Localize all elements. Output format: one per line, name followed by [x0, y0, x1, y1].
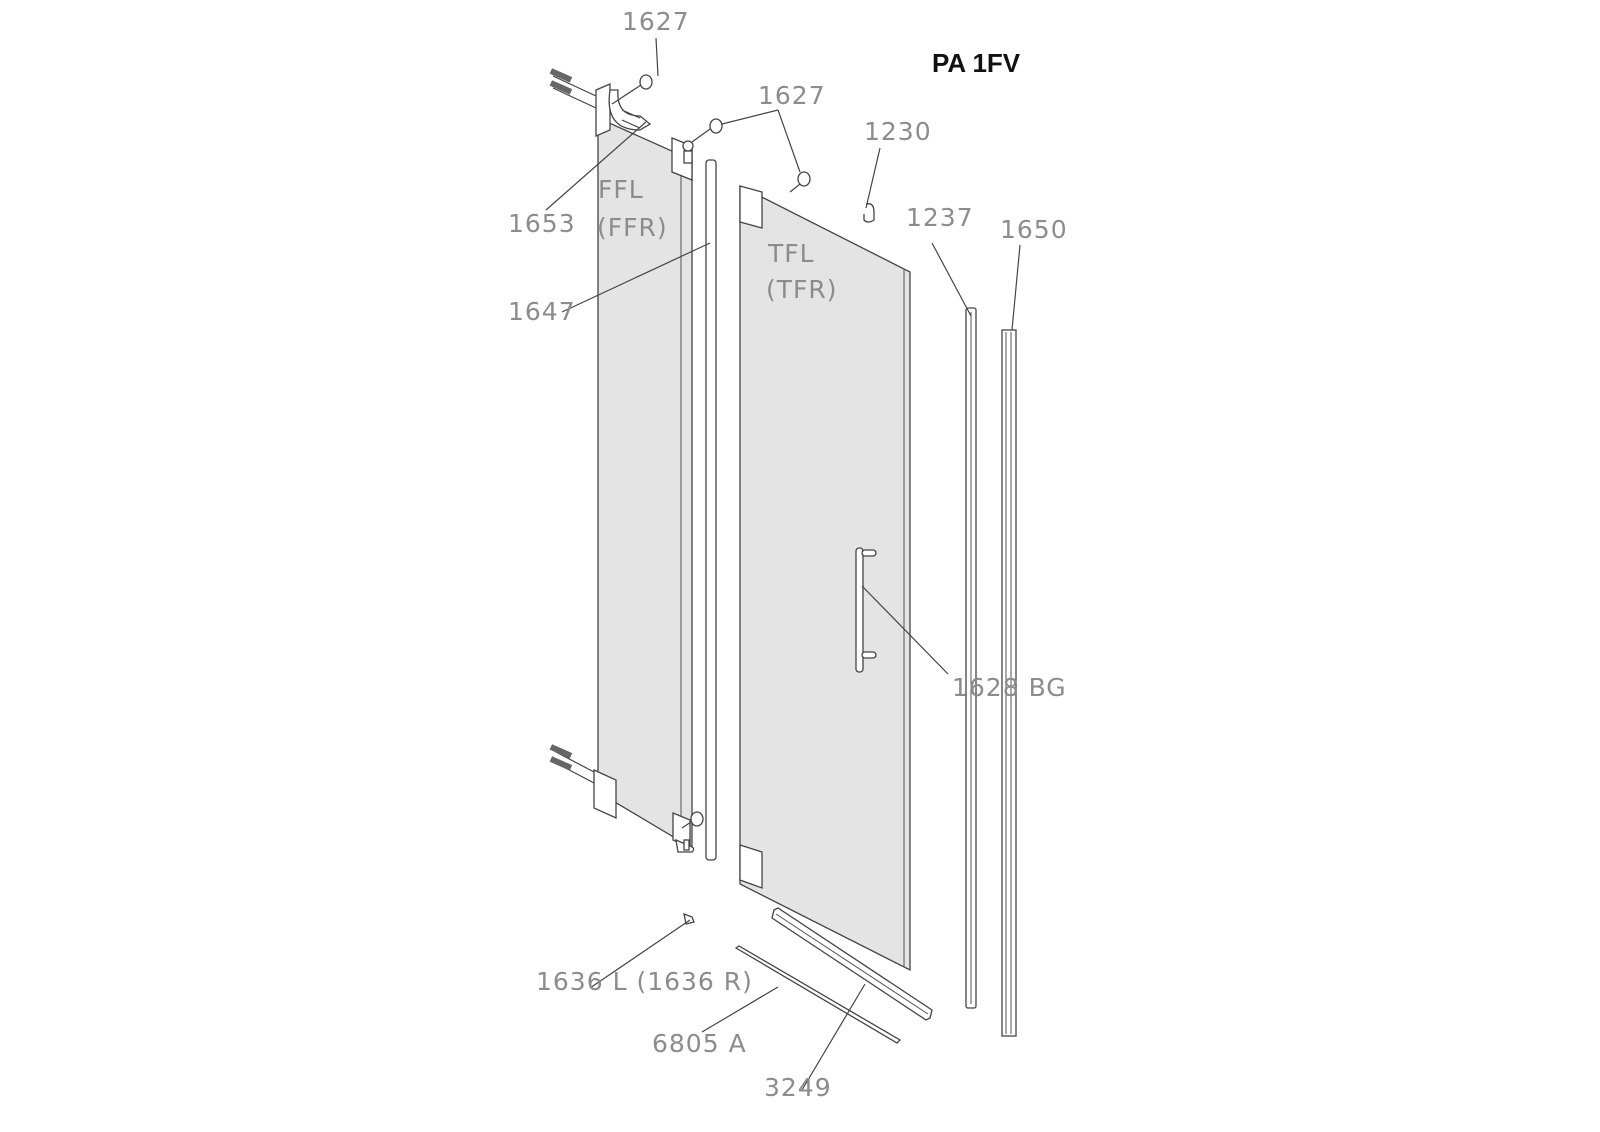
- bottom-glass-hinge: [672, 811, 704, 853]
- part-label-1627-top: 1627: [622, 7, 690, 36]
- bottom-seal-cap-icon: [690, 811, 704, 827]
- seal-cap-icon: [639, 74, 653, 90]
- rod-1647: [705, 159, 717, 861]
- seal-cap-icon: [797, 171, 811, 187]
- part-label-1650: 1650: [1000, 215, 1068, 244]
- part-label-1647: 1647: [508, 297, 576, 326]
- door-panel-label-alt: (TFR): [766, 275, 838, 304]
- door-panel-label: TFL: [767, 239, 815, 268]
- part-label-1230: 1230: [864, 117, 932, 146]
- top-glass-hinge: [671, 137, 694, 181]
- diagram-title: PA 1FV: [932, 48, 1021, 78]
- seal-cap-icon: [709, 118, 723, 134]
- part-label-1627-door: 1627: [758, 81, 826, 110]
- door-top-hinge-plate: [739, 185, 763, 229]
- part-label-1636: 1636 L (1636 R): [536, 967, 753, 996]
- door-handle-1628: [855, 547, 877, 673]
- bottom-profile-3249: [771, 907, 933, 1021]
- hook-1230: [863, 203, 875, 223]
- door-bottom-hinge-plate: [739, 844, 763, 889]
- fixed-panel-label-alt: (FFR): [597, 213, 668, 242]
- part-label-3249: 3249: [764, 1073, 832, 1102]
- wall-screw-icon: [549, 68, 597, 109]
- part-label-1237: 1237: [906, 203, 974, 232]
- top-wall-hinge: [549, 68, 652, 137]
- wall-profile-1650: [1001, 329, 1017, 1037]
- part-label-1628-bg: 1628 BG: [952, 673, 1067, 702]
- part-label-1653: 1653: [508, 209, 576, 238]
- leader-lines: [545, 37, 1021, 1091]
- fixed-glass-panel: FFL (FFR): [597, 116, 693, 850]
- end-cap-1636: [683, 912, 695, 925]
- door-glass-panel: TFL (TFR): [739, 184, 911, 972]
- bottom-wall-hinge: [549, 744, 617, 820]
- bottom-seal-6805: [734, 945, 902, 1044]
- fixed-panel-label: FFL: [598, 175, 644, 204]
- part-label-6805-a: 6805 A: [652, 1029, 747, 1058]
